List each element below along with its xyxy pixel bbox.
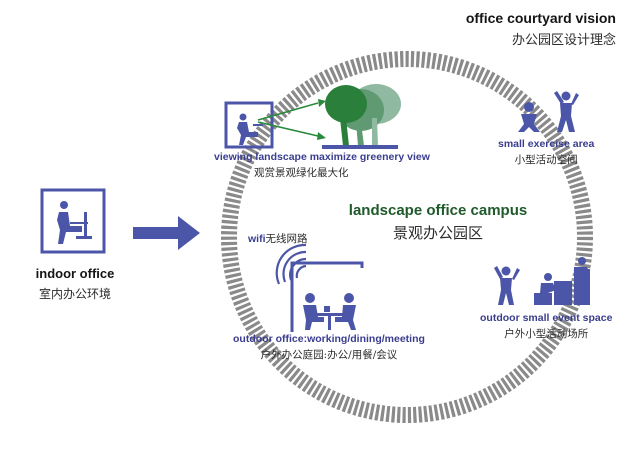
wifi-icon [275,243,307,285]
indoor-office-label: indoor office 室内办公环境 [30,266,120,302]
campus-label-en: landscape office campus [348,202,528,219]
viewing-window-icon [224,99,326,149]
viewing-label: viewing landscape maximize greenery view… [214,151,430,180]
event-label-en: outdoor small event space [480,312,613,324]
wifi-label: wifi无线网路 [248,229,308,247]
outdoor-office-label: outdoor office:working/dining/meeting 户外… [233,333,425,362]
exercise-label-en: small exercise area [498,138,595,150]
indoor-office-icon [40,188,106,254]
campus-label-cn: 景观办公园区 [392,224,483,242]
viewing-label-en: viewing landscape maximize greenery view [214,151,430,163]
arrow-right-icon [133,216,200,250]
campus-label: landscape office campus 景观办公园区 [328,202,548,243]
header: office courtyard vision 办公园区设计理念 [466,10,616,48]
wifi-label-en: wifi [248,233,266,245]
outdoor-office-label-cn: 户外办公庭园:办公/用餐/会议 [260,349,398,361]
header-title-en: office courtyard vision [465,10,616,26]
event-label: outdoor small event space 户外小型活动场所 [480,312,612,341]
event-audience-icon [494,257,590,305]
event-label-cn: 户外小型活动场所 [504,328,589,340]
meeting-table-icon [290,261,364,332]
outdoor-office-label-en: outdoor office:working/dining/meeting [233,333,425,345]
exercise-label-cn: 小型活动空间 [514,154,578,166]
indoor-label-cn: 室内办公环境 [38,287,111,301]
exercise-people-icon [518,91,579,132]
campus-ring [221,51,593,423]
indoor-label-en: indoor office [35,266,115,281]
wifi-label-cn: 无线网路 [265,233,308,245]
exercise-label: small exercise area 小型活动空间 [498,138,594,167]
header-title-cn: 办公园区设计理念 [511,33,616,48]
trees-icon [322,84,401,149]
viewing-label-cn: 观赏景观绿化最大化 [254,167,349,179]
